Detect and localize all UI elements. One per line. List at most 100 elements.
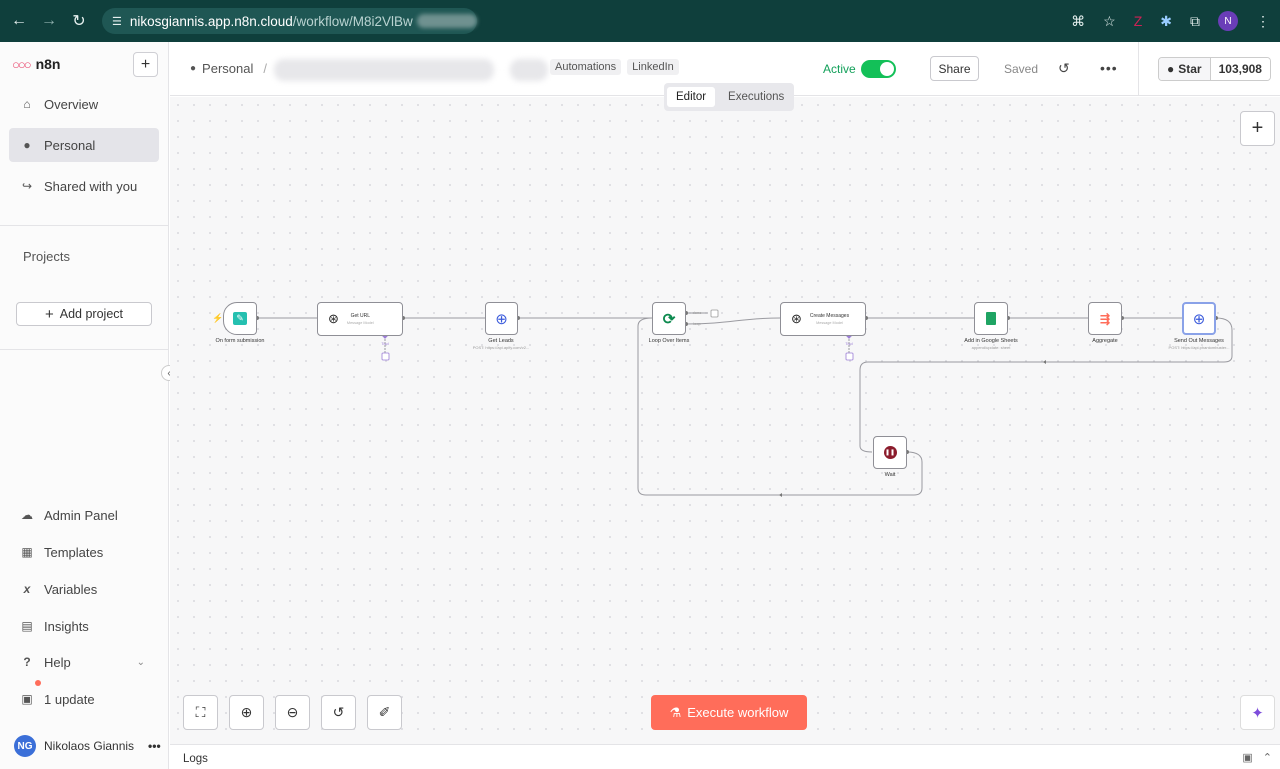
logs-panel-bar[interactable]: Logs ▣ ⌃ <box>170 744 1280 769</box>
node-loop-over-items[interactable]: ⟳ <box>652 302 686 335</box>
node-aggregate[interactable]: ⇶ <box>1088 302 1122 335</box>
tag-linkedin[interactable]: LinkedIn <box>627 59 679 75</box>
redacted-url <box>416 14 477 28</box>
insights-icon: ▤ <box>21 619 33 633</box>
trigger-bolt-icon: ⚡ <box>212 313 224 323</box>
logs-actions: ▣ ⌃ <box>1242 751 1272 764</box>
extensions-puzzle-icon[interactable]: ⧉ <box>1190 12 1200 29</box>
tidy-up-button[interactable]: ✐ <box>367 695 402 730</box>
node-get-leads[interactable]: ⊕ <box>485 302 518 335</box>
breadcrumb-separator: / <box>263 61 267 76</box>
extension-gear-icon[interactable]: ✱ <box>1160 12 1172 29</box>
reload-icon[interactable]: ↻ <box>72 13 86 30</box>
variables-icon: x <box>23 582 31 596</box>
zoom-in-button[interactable]: ⊕ <box>229 695 264 730</box>
zoom-out-button[interactable]: ⊖ <box>275 695 310 730</box>
view-tabs: Editor Executions <box>664 83 794 111</box>
node-text: Create Messages Message Model <box>810 313 849 325</box>
address-bar[interactable]: ☰ nikosgiannis.app.n8n.cloud/workflow/M8… <box>102 8 477 34</box>
more-icon[interactable]: ••• <box>148 739 161 753</box>
zoom-out-icon: ⊖ <box>286 704 299 720</box>
node-create-messages[interactable]: ⊛ Create Messages Message Model <box>780 302 866 336</box>
header-divider <box>1138 42 1139 96</box>
workflow-tags[interactable]: Automations LinkedIn <box>550 59 679 75</box>
n8n-logo[interactable]: ○○○ n8n <box>12 56 60 72</box>
back-icon[interactable]: ← <box>11 12 27 29</box>
broom-icon: ✐ <box>378 704 391 720</box>
sidebar-item-label: Shared with you <box>44 178 138 194</box>
node-title: Create Messages <box>809 313 850 319</box>
node-subtitle: append/update: sheet <box>971 345 1011 350</box>
sidebar-item-personal[interactable]: ● Personal <box>9 128 159 162</box>
reset-zoom-button[interactable]: ↺ <box>321 695 356 730</box>
sidebar-item-help[interactable]: ? Help ⌄ <box>9 645 159 679</box>
github-star-button[interactable]: ●Star 103,908 <box>1158 57 1271 81</box>
popout-icon[interactable]: ▣ <box>1242 752 1253 764</box>
node-label: Wait <box>884 472 896 478</box>
workflow-canvas[interactable] <box>170 97 1280 744</box>
more-icon[interactable]: ••• <box>1100 60 1118 76</box>
sidebar-item-shared[interactable]: ↪ Shared with you <box>9 169 159 203</box>
active-toggle[interactable] <box>861 60 896 78</box>
site-info-icon[interactable]: ☰ <box>112 15 122 28</box>
github-icon: ● <box>1167 62 1175 76</box>
plus-icon: + <box>45 305 54 323</box>
brand-name: n8n <box>35 56 61 72</box>
execute-workflow-button[interactable]: ⚗ Execute workflow <box>651 695 807 730</box>
node-on-form-submission[interactable]: ✎ <box>223 302 257 335</box>
breadcrumb-project[interactable]: Personal <box>202 61 254 76</box>
redacted-workflow-name[interactable] <box>274 59 494 81</box>
sidebar-item-label: 1 update <box>44 691 95 707</box>
sidebar-divider <box>0 349 169 350</box>
tag-automations[interactable]: Automations <box>550 59 622 75</box>
node-add-in-google-sheets[interactable] <box>974 302 1008 335</box>
url-path: /workflow/M8i2VlBw <box>292 13 413 29</box>
sidebar-item-variables[interactable]: x Variables <box>9 572 159 606</box>
node-wait[interactable]: ❚❚ <box>873 436 907 469</box>
tab-executions[interactable]: Executions <box>728 91 785 103</box>
sidebar-item-overview[interactable]: ⌂ Overview <box>9 87 159 121</box>
zoom-to-fit-button[interactable]: ⛶ <box>183 695 218 730</box>
forward-icon[interactable]: → <box>41 12 57 29</box>
output-loop-label: loop <box>693 321 701 326</box>
plus-icon: + <box>140 55 151 73</box>
pause-icon: ❚❚ <box>883 446 897 459</box>
aggregate-icon: ⇶ <box>1099 311 1111 326</box>
profile-avatar[interactable]: N <box>1218 11 1238 31</box>
node-get-url[interactable]: ⊛ Get URL Message Model <box>317 302 403 336</box>
tab-editor[interactable]: Editor <box>667 87 716 107</box>
user-name: Nikolaos Giannis <box>44 739 135 753</box>
add-project-button[interactable]: + Add project <box>16 302 152 326</box>
translate-icon[interactable]: ⌘ <box>1071 12 1086 29</box>
add-project-label: Add project <box>59 307 123 321</box>
chevron-up-icon[interactable]: ⌃ <box>1262 752 1272 764</box>
add-node-button[interactable]: + <box>1240 111 1275 146</box>
chevron-left-icon: ‹ <box>167 367 171 379</box>
extension-z-icon[interactable]: Z <box>1133 13 1143 29</box>
sidebar-item-admin-panel[interactable]: ☁ Admin Panel <box>9 498 159 532</box>
node-send-out-messages[interactable]: ⊕ <box>1182 302 1216 335</box>
ask-ai-button[interactable]: ✦ <box>1240 695 1275 730</box>
node-label: Aggregate <box>1092 338 1118 344</box>
create-button[interactable]: + <box>133 52 158 77</box>
home-icon: ⌂ <box>23 97 31 111</box>
redacted-tag <box>510 59 548 81</box>
plus-icon: + <box>1251 117 1264 139</box>
zoom-in-icon: ⊕ <box>240 704 253 720</box>
execute-workflow-label: Execute workflow <box>687 705 789 720</box>
node-text: Get URL Message Model <box>347 313 374 325</box>
user-menu[interactable]: NG Nikolaos Giannis ••• <box>14 735 161 757</box>
sidebar-item-update[interactable]: ▣ 1 update <box>9 680 159 716</box>
sidebar: ○○○ n8n + ⌂ Overview ● Personal ↪ Shared… <box>0 42 169 769</box>
avatar: NG <box>14 735 36 757</box>
sidebar-item-label: Help <box>44 654 71 670</box>
bookmark-star-icon[interactable]: ☆ <box>1103 12 1116 29</box>
history-icon[interactable]: ↺ <box>1058 60 1070 76</box>
update-badge <box>35 680 41 686</box>
browser-menu-icon[interactable]: ⋮ <box>1256 12 1270 29</box>
openai-icon: ⊛ <box>328 311 339 326</box>
sidebar-item-templates[interactable]: ▦ Templates <box>9 535 159 569</box>
sidebar-item-insights[interactable]: ▤ Insights <box>9 609 159 643</box>
share-button[interactable]: Share <box>930 56 979 81</box>
undo-icon: ↺ <box>332 704 345 720</box>
